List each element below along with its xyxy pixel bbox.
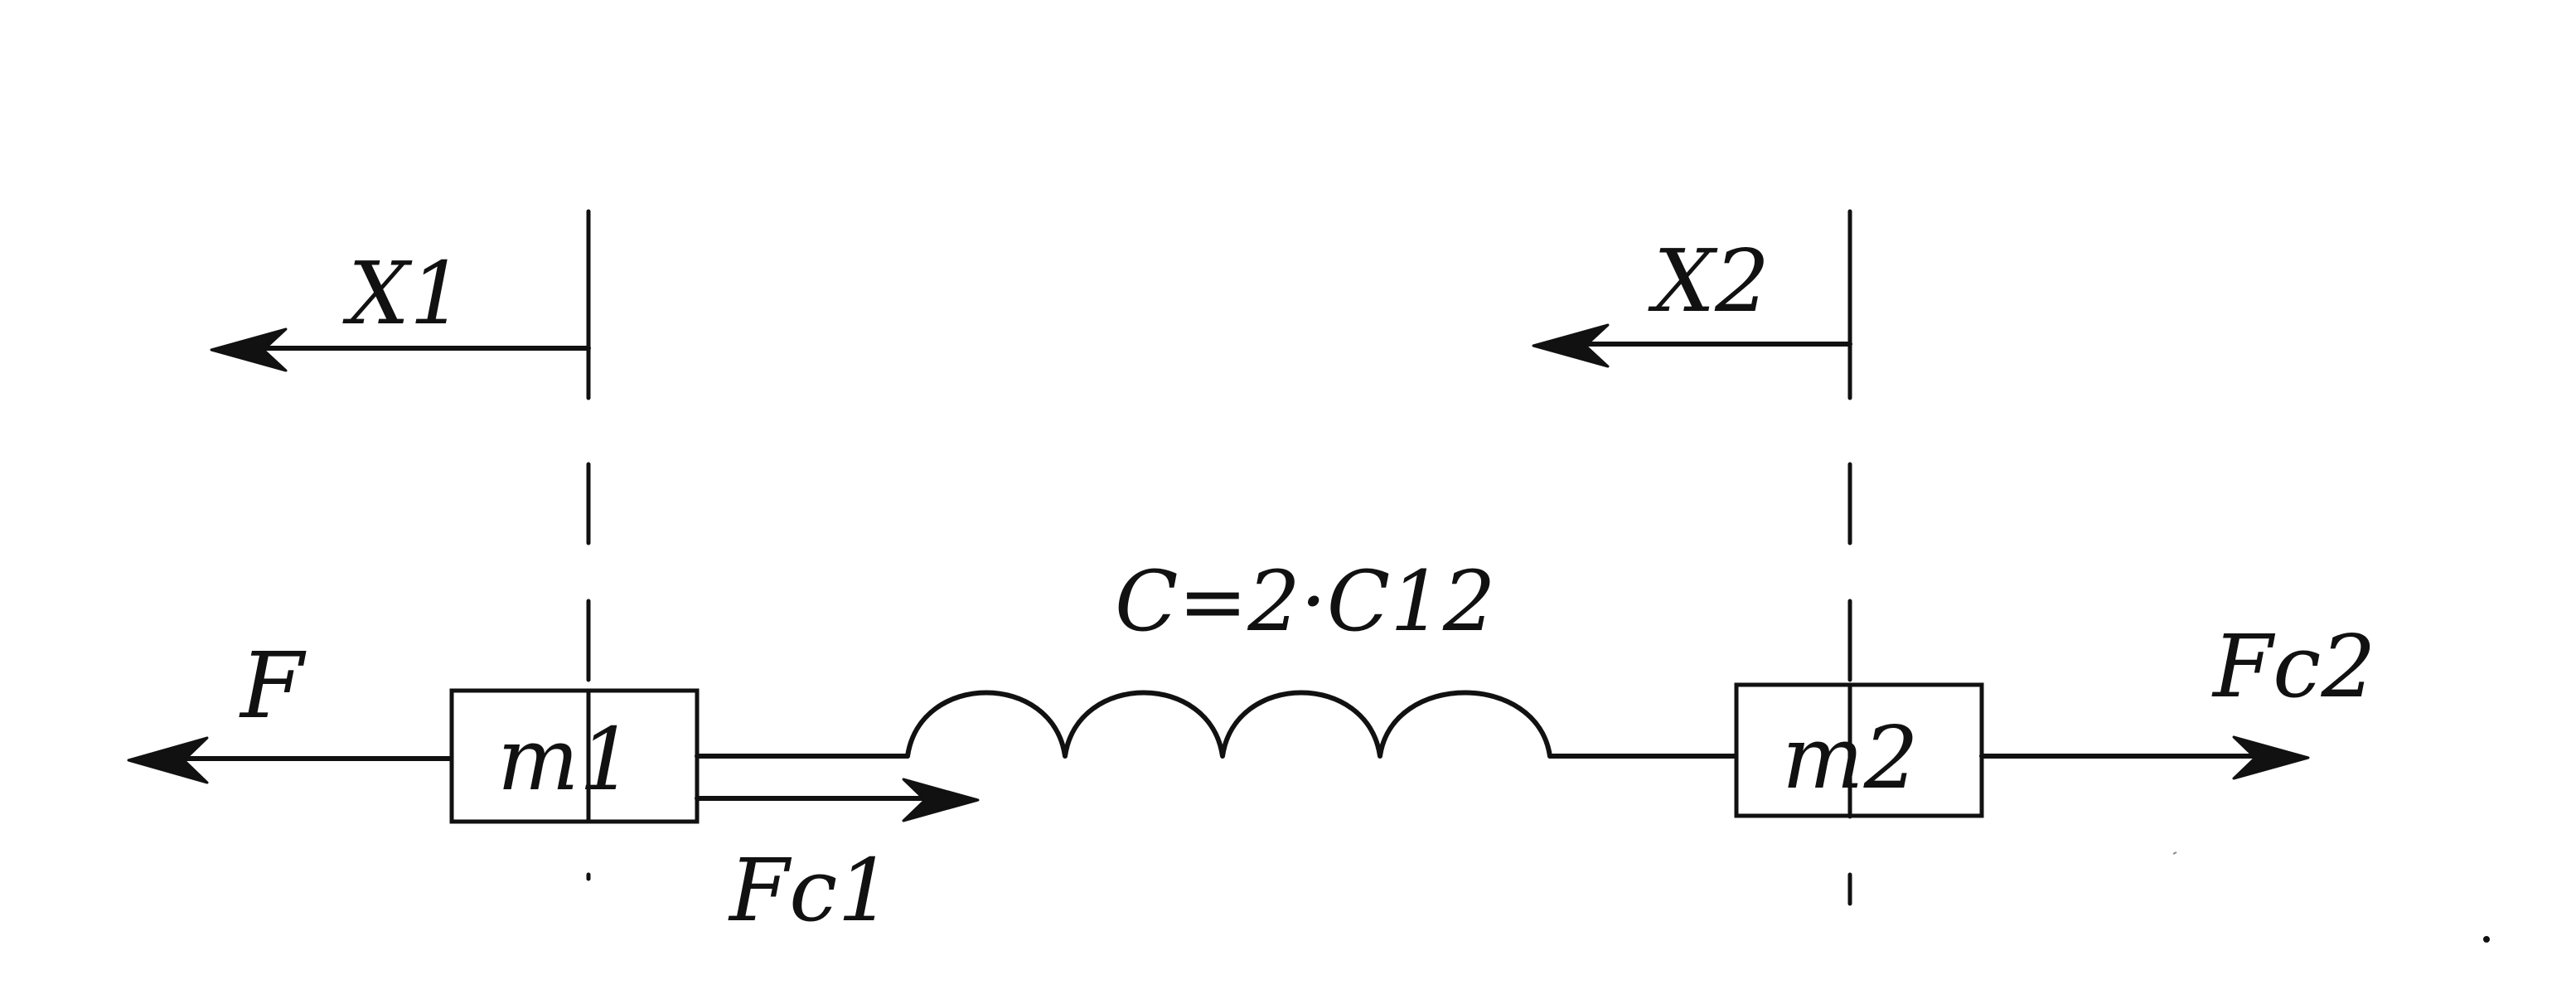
stray-tick <box>2172 851 2177 855</box>
force-fc1-label: Fc1 <box>728 840 893 941</box>
mass-1-label: m1 <box>497 709 634 810</box>
force-f-arrow <box>127 736 454 784</box>
x1-coordinate-arrow <box>210 327 591 372</box>
force-f-label: F <box>239 633 307 739</box>
mass-2-label: m2 <box>1782 707 1919 808</box>
spring-label: C=2·C12 <box>1115 553 1495 650</box>
stray-dot <box>2483 936 2490 943</box>
spring-coil <box>905 690 1552 759</box>
force-fc2-arrow <box>1979 735 2310 780</box>
force-fc1-arrow <box>695 778 980 822</box>
x1-label: X1 <box>342 243 464 344</box>
mass-2-block <box>1734 682 1984 818</box>
x2-coordinate-arrow <box>1532 323 1852 368</box>
x2-label: X2 <box>1648 230 1770 332</box>
force-fc2-label: Fc2 <box>2211 616 2376 717</box>
